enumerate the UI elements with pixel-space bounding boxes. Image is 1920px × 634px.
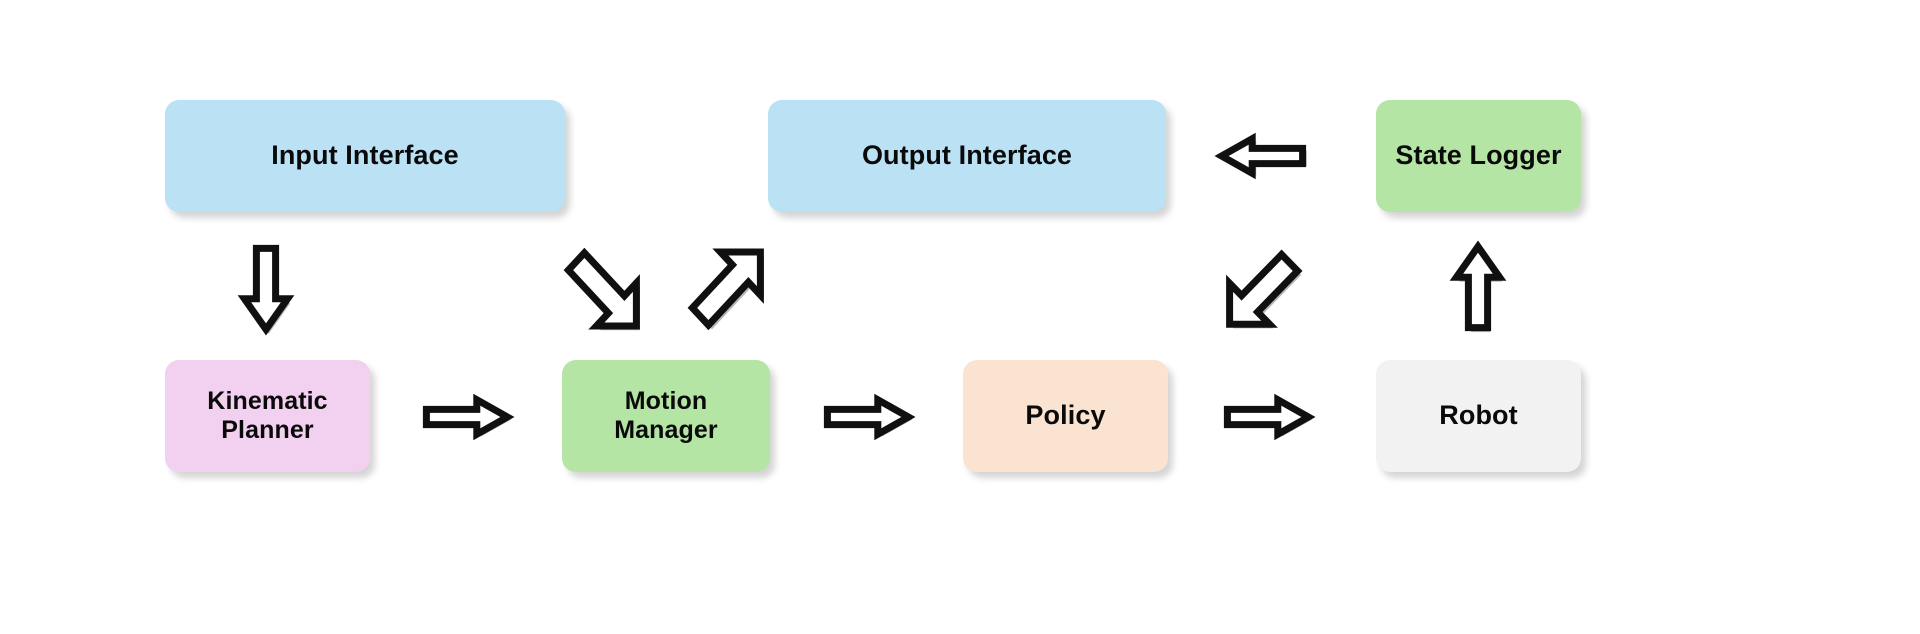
- node-kinematic-planner[interactable]: Kinematic Planner: [165, 360, 370, 472]
- node-robot[interactable]: Robot: [1376, 360, 1581, 472]
- node-label-motion-manager: Motion Manager: [614, 386, 718, 445]
- arrow-right-kinematic-planner-to-motion-manager: [421, 393, 511, 441]
- node-state-logger[interactable]: State Logger: [1376, 100, 1581, 212]
- node-label-kinematic-planner: Kinematic Planner: [207, 386, 328, 445]
- node-label-robot: Robot: [1439, 400, 1518, 431]
- arrow-down-input-to-kinematic-planner: [236, 243, 296, 334]
- node-label-output-interface: Output Interface: [861, 140, 1073, 171]
- node-policy[interactable]: Policy: [963, 360, 1168, 472]
- arrow-right-motion-manager-to-policy: [822, 393, 912, 441]
- arrow-up-robot-to-state-logger: [1448, 243, 1508, 333]
- arrow-diagonal-down-right-input-to-motion-manager: [562, 246, 642, 332]
- arrow-right-policy-to-robot: [1222, 393, 1312, 441]
- node-output-interface[interactable]: Output Interface: [768, 100, 1166, 212]
- node-input-interface[interactable]: Input Interface: [165, 100, 565, 212]
- arrow-left-state-logger-to-output: [1218, 132, 1308, 180]
- node-label-input-interface: Input Interface: [271, 140, 459, 171]
- node-label-state-logger: State Logger: [1395, 140, 1562, 171]
- arrow-diagonal-up-right-motion-manager-to-output: [686, 246, 766, 332]
- node-label-policy: Policy: [1025, 400, 1106, 431]
- arrow-diagonal-down-left-state-logger-to-policy: [1224, 248, 1304, 330]
- node-motion-manager[interactable]: Motion Manager: [562, 360, 770, 472]
